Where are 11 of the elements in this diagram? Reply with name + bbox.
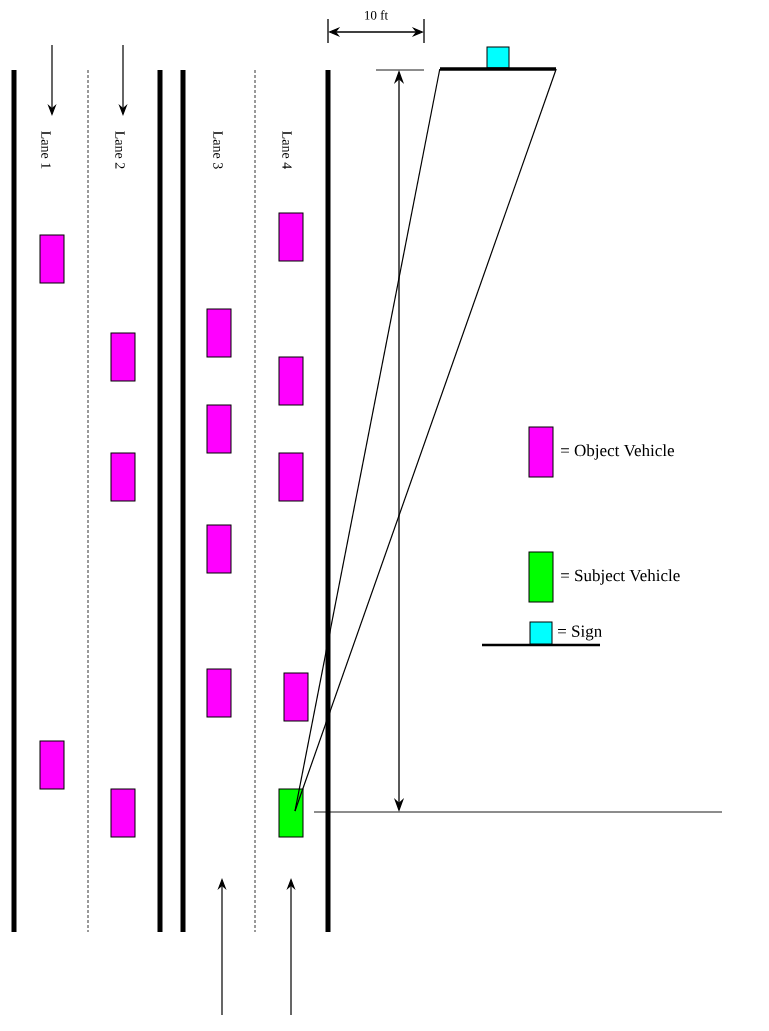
sight-line: [294, 68, 557, 812]
lane-label: Lane 2: [115, 131, 125, 169]
legend-text: = Object Vehicle: [561, 444, 675, 460]
subject-vehicle: [278, 788, 304, 838]
legend-text: = Sign: [558, 625, 602, 641]
sign: [440, 46, 556, 71]
lane-label: Lane 1: [41, 131, 51, 169]
lane-label: Lane 4: [282, 131, 292, 170]
dimension-label: 10 ft: [365, 10, 388, 20]
lane-label: Lane 3: [213, 131, 223, 169]
legend-text: = Subject Vehicle: [561, 569, 680, 585]
